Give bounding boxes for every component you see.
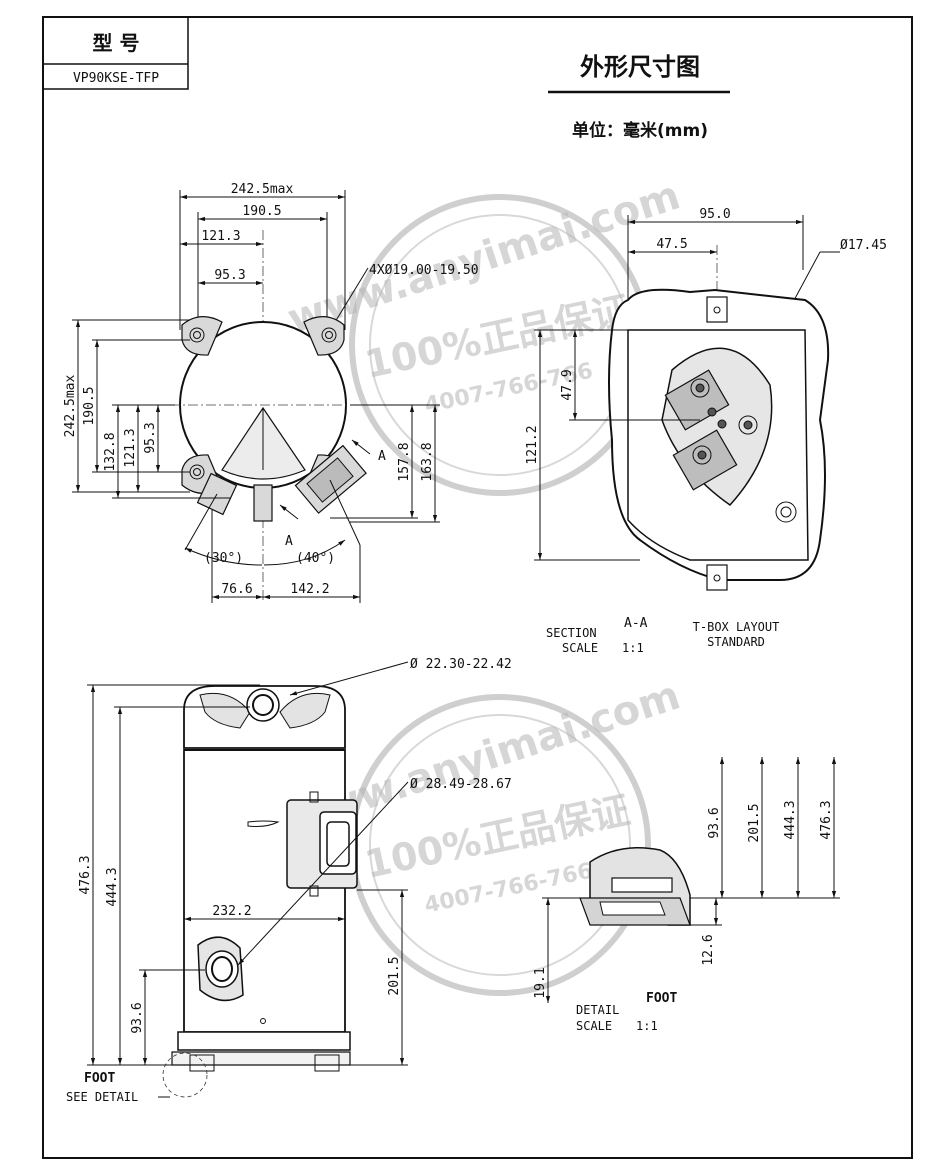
- dim-232-2: 232.2: [212, 904, 251, 919]
- detail-dim-444-3: 444.3: [783, 800, 798, 839]
- drawing-title: 外形尺寸图: [580, 53, 700, 81]
- section-label: SECTION: [546, 626, 597, 640]
- dim-95-3-v: 95.3: [143, 422, 158, 453]
- suction-port: [197, 936, 244, 1002]
- dim-242-5max-v: 242.5max: [63, 375, 78, 438]
- dim-242-5max-h: 242.5max: [231, 182, 294, 197]
- front-view: Ø 22.30-22.42 Ø 28.49-28.67 476.3 444.3 …: [66, 657, 512, 1104]
- dim-17-45: Ø17.45: [840, 238, 887, 253]
- dim-121-2: 121.2: [525, 425, 540, 464]
- dim-76-6: 76.6: [221, 582, 252, 597]
- model-value: VP90KSE-TFP: [73, 71, 159, 86]
- dim-476-3: 476.3: [78, 855, 93, 894]
- dim-47-9: 47.9: [560, 369, 575, 400]
- detail-dim-201-5: 201.5: [747, 803, 762, 842]
- dim-121-3-h: 121.3: [201, 229, 240, 244]
- layout-title: T-BOX LAYOUT: [693, 620, 780, 634]
- detail-scale-label: SCALE: [576, 1019, 612, 1033]
- section-mark-a-top: A: [378, 449, 386, 464]
- angle-40: (40°): [296, 551, 335, 566]
- unit-label: 单位：毫米(mm): [572, 120, 708, 141]
- angle-30: (30°): [204, 551, 243, 566]
- dim-93-6: 93.6: [130, 1002, 145, 1033]
- discharge-fitting: [253, 484, 273, 522]
- dim-142-2: 142.2: [290, 582, 329, 597]
- dim-444-3: 444.3: [105, 867, 120, 906]
- model-label: 型 号: [93, 31, 140, 55]
- detail-dim-476-3: 476.3: [819, 800, 834, 839]
- detail-dim-19-1: 19.1: [533, 967, 548, 998]
- holes-callout: 4XØ19.00-19.50: [369, 263, 479, 278]
- dim-121-3-v: 121.3: [123, 428, 138, 467]
- detail-label: DETAIL: [576, 1003, 619, 1017]
- detail-scale-value: 1:1: [636, 1019, 658, 1033]
- top-view: 242.5max 190.5 121.3 95.3 4XØ19.00-19.50: [63, 182, 479, 603]
- dim-190-5-h: 190.5: [242, 204, 281, 219]
- model-box: 型 号 VP90KSE-TFP: [42, 16, 189, 90]
- see-detail-label: SEE DETAIL: [66, 1090, 138, 1104]
- scale-label: SCALE: [562, 641, 598, 655]
- dim-95-3-h: 95.3: [214, 268, 245, 283]
- suction-dia-callout: Ø 28.49-28.67: [410, 777, 512, 792]
- sheet-border: [42, 16, 913, 1159]
- section-mark-a-bottom: A: [285, 534, 293, 549]
- dim-201-5: 201.5: [387, 956, 402, 995]
- layout-sub: STANDARD: [707, 635, 765, 649]
- dim-132-8-v: 132.8: [103, 432, 118, 471]
- dim-163-8: 163.8: [420, 442, 435, 481]
- detail-dim-93-6: 93.6: [707, 807, 722, 838]
- dim-157-8: 157.8: [397, 442, 412, 481]
- foot-detail: 93.6 201.5 444.3 476.3 12.6 19.1 FOOT DE…: [533, 757, 840, 1033]
- discharge-dia-callout: Ø 22.30-22.42: [410, 657, 512, 672]
- dim-190-5-v: 190.5: [82, 386, 97, 425]
- scale-value: 1:1: [622, 641, 644, 655]
- detail-dim-12-6: 12.6: [701, 934, 716, 965]
- dim-47-5: 47.5: [656, 237, 687, 252]
- foot-label: FOOT: [84, 1071, 115, 1086]
- detail-foot-label: FOOT: [646, 991, 677, 1006]
- dim-95-0: 95.0: [699, 207, 730, 222]
- section-id: A-A: [624, 616, 648, 631]
- tbox-section: 95.0 47.5 Ø17.45 121.2 47.9 SECT: [525, 207, 887, 655]
